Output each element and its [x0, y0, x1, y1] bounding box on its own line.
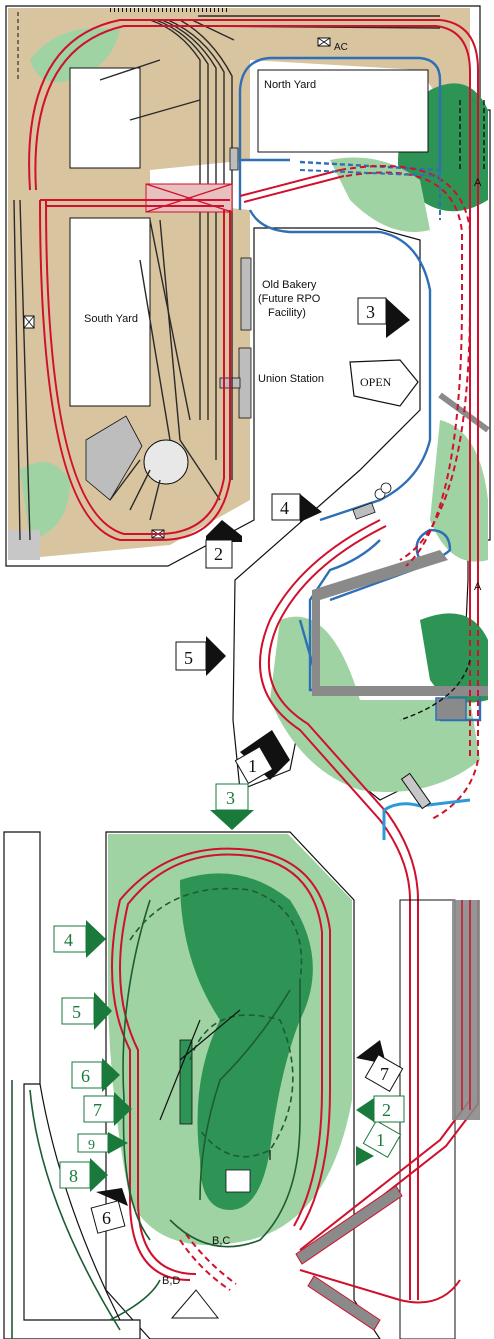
- lower-bridge-1: [295, 1185, 403, 1265]
- green-marker-9-label: 9: [88, 1138, 95, 1153]
- lower-scenery-island: [180, 873, 313, 1210]
- old-bakery-building: [240, 257, 252, 331]
- open-label: OPEN: [360, 375, 392, 389]
- ladder-crossing-x: [145, 183, 233, 213]
- branch-bridge: [438, 392, 490, 433]
- branch-hidden: [299, 169, 441, 220]
- summit-building: [225, 1169, 251, 1193]
- bd-label: B,D: [162, 1275, 180, 1287]
- section-a-label-top: A: [474, 177, 482, 189]
- tank-2: [380, 482, 392, 494]
- warehouse-upper: [312, 550, 448, 600]
- union-station-label: Union Station: [258, 373, 324, 385]
- lower-bridge-2: [307, 1275, 381, 1331]
- black-marker-3-label: 3: [366, 302, 375, 322]
- south-yard-label: South Yard: [84, 313, 138, 325]
- warehouse-lower: [316, 686, 488, 696]
- green-marker-1-label: 1: [376, 1130, 385, 1150]
- black-hidden: [399, 100, 485, 721]
- black-marker-1: 1: [234, 730, 290, 784]
- scenery-right-lower: [270, 616, 480, 792]
- green-marker-1: 1: [356, 1120, 402, 1166]
- north-yard-building: [257, 69, 429, 153]
- roundhouse: [85, 415, 143, 501]
- south-yard-building: [69, 217, 151, 407]
- green-marker-7: 7: [83, 1092, 132, 1126]
- section-a-label-bottom: A: [474, 581, 482, 593]
- old-bakery-label-line3: Facility): [268, 307, 306, 319]
- green-marker-8: 8: [59, 1158, 108, 1192]
- green-marker-3-label: 3: [226, 788, 235, 808]
- old-bakery-label-line2: (Future RPO: [258, 293, 321, 305]
- lower-benchwork: B,C B,D: [3, 831, 480, 1339]
- lower-bridge-3: [452, 900, 480, 1120]
- green-marker-4: 4: [53, 920, 106, 958]
- black-marker-1-label: 1: [248, 756, 257, 776]
- right-aisle-benchwork: [399, 899, 456, 1339]
- old-bakery-label-line1: Old Bakery: [262, 279, 317, 291]
- black-marker-4: 4: [271, 493, 322, 522]
- grey-pier: [229, 147, 239, 171]
- black-marker-7: 7: [356, 1040, 404, 1092]
- lower-spurs: [39, 1009, 271, 1321]
- black-marker-5: 5: [175, 636, 226, 676]
- scenery-upper-left: [30, 28, 120, 83]
- north-yard-label: North Yard: [264, 79, 316, 91]
- green-marker-2-label: 2: [382, 1100, 391, 1120]
- scenery-upper-right-light: [330, 157, 430, 232]
- grey-pier-2: [352, 502, 376, 520]
- green-marker-2: 2: [356, 1095, 405, 1123]
- black-marker-4-label: 4: [280, 498, 289, 518]
- green-marker-4-label: 4: [64, 930, 73, 950]
- turntable: [143, 439, 189, 485]
- mainline-upper-hidden: [339, 165, 479, 821]
- scenery-grey-corner: [8, 530, 40, 560]
- green-marker-5-label: 5: [72, 1002, 81, 1022]
- upper-left-building: [69, 67, 141, 169]
- black-marker-7-label: 7: [380, 1064, 389, 1084]
- green-marker-5: 5: [61, 992, 112, 1030]
- black-marker-3: 3: [357, 297, 410, 338]
- black-marker-6: 6: [90, 1188, 128, 1234]
- bc-label: B,C: [212, 1235, 230, 1247]
- black-marker-6-label: 6: [102, 1208, 111, 1228]
- green-marker-6-label: 6: [81, 1066, 90, 1086]
- scenery-bottom-left: [20, 462, 70, 540]
- yard-tracks: [13, 15, 441, 541]
- black-marker-5-label: 5: [184, 648, 193, 668]
- black-marker-2-label: 2: [214, 544, 223, 564]
- lower-triangle-structure: [170, 1289, 220, 1319]
- creek-bridge: [400, 772, 432, 810]
- ac-box-x: [317, 37, 331, 47]
- green-marker-3: 3: [210, 783, 254, 830]
- warehouse-left: [312, 590, 320, 696]
- upper-benchwork: North Yard South Yard Old Bakery (Future…: [5, 5, 491, 1300]
- lower-siding-platform: [179, 1039, 193, 1125]
- ac-label: AC: [334, 42, 348, 53]
- left-box-x: [23, 315, 35, 329]
- green-marker-9: 9: [77, 1132, 128, 1154]
- scenery-mid-right: [430, 420, 488, 562]
- black-marker-2: 2: [205, 520, 242, 569]
- mainline-upper: [28, 19, 479, 1300]
- industry-building: [435, 697, 467, 721]
- mainline-lower-hidden: [179, 1233, 237, 1291]
- green-marker-7-label: 7: [93, 1100, 102, 1120]
- left-aisle-benchwork: [3, 831, 141, 1339]
- green-marker-8-label: 8: [69, 1166, 78, 1186]
- green-marker-6: 6: [71, 1058, 120, 1092]
- green-track-hidden: [129, 887, 303, 1158]
- union-station-building: [238, 347, 252, 419]
- lower-bridge-3-rails: [461, 900, 471, 1110]
- green-track-loop: [11, 899, 301, 1339]
- open-sign: OPEN: [349, 359, 419, 407]
